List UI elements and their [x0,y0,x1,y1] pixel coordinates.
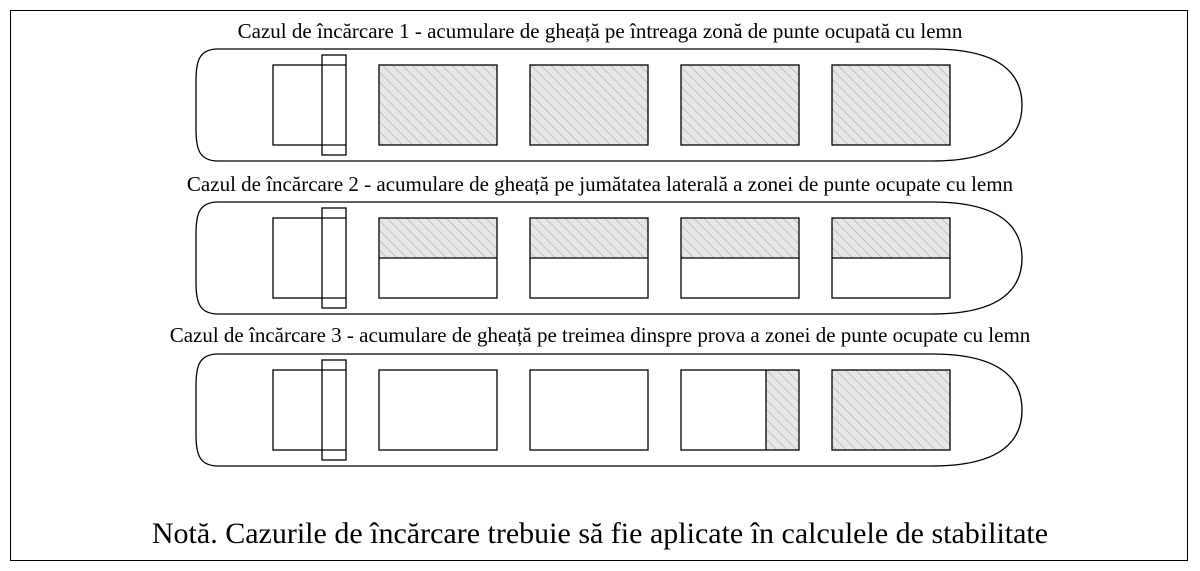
ship-2-zone-2-ice [530,218,648,258]
ship-3-zone-2-outline [529,369,649,451]
ship-3-zone-3-ice [766,370,799,450]
ship-1-superstructure [272,64,326,146]
ship-2-zone-3-outline [680,217,800,299]
ship-1-zone-2-outline [529,64,649,146]
ship-1-zone-3-ice [681,65,799,145]
ship-1-zone-4-ice [832,65,950,145]
ship-3-superstructure [272,369,326,451]
ship-3-zone-4-outline [831,369,951,451]
ship-2-zone-2-outline [529,217,649,299]
ship-3-zone-1-outline [378,369,498,451]
ship-3-mast-beam [321,359,347,461]
ship-3-zone-3-outline [680,369,800,451]
ship-1-zone-4-outline [831,64,951,146]
ship-1-zone-1-outline [378,64,498,146]
note-text: Notă. Cazurile de încărcare trebuie să f… [151,517,1049,550]
case-3-caption: Cazul de încărcare 3 - acumulare de ghea… [169,323,1031,347]
ship-2-zone-4-ice [832,218,950,258]
ship-1-zone-1-ice [379,65,497,145]
ship-3-zone-4-ice [832,370,950,450]
case-1-caption: Cazul de încărcare 1 - acumulare de ghea… [237,19,963,43]
ship-2-mast-beam [321,207,347,309]
ship-2-zone-1-ice [379,218,497,258]
diagram-frame [10,10,1188,561]
ship-1-zone-2-ice [530,65,648,145]
ship-2-zone-1-outline [378,217,498,299]
ship-1-mast-beam [321,54,347,156]
ship-2-zone-3-ice [681,218,799,258]
ship-3-hull [195,353,1023,467]
ship-1-hull [195,48,1023,162]
ship-2-hull [195,201,1023,315]
ship-2-superstructure [272,217,326,299]
ship-1-zone-3-outline [680,64,800,146]
case-2-caption: Cazul de încărcare 2 - acumulare de ghea… [186,172,1014,196]
ship-2-zone-4-outline [831,217,951,299]
